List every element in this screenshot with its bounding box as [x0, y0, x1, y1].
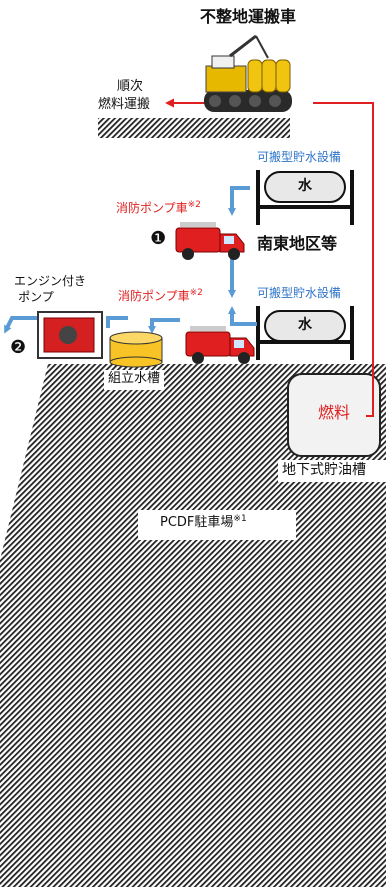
water-flow-3 [228, 306, 257, 326]
underground-tank-box [287, 373, 381, 457]
marker-1: ❶ [150, 228, 167, 249]
upper-ground-strip [98, 118, 290, 138]
portable-water-storage-2 [256, 306, 354, 360]
fuel-label: 燃料 [317, 403, 350, 422]
note2-mark-2: ※2 [189, 288, 203, 298]
pcdf-parking-text: PCDF駐車場 [160, 515, 234, 530]
offroad-vehicle-label: 不整地運搬車 [200, 7, 297, 26]
water-label-2: 水 [298, 317, 312, 333]
engine-pump-label-line1: エンジン付き [13, 274, 86, 288]
underground-tank-label: 地下式貯油槽 [282, 462, 366, 478]
note2-mark-1: ※2 [187, 200, 201, 210]
fire-pump-truck-2-image [185, 326, 255, 364]
fire-pump-truck-1-image [175, 222, 245, 260]
water-flow-4 [148, 318, 180, 334]
portable-water-storage-1 [256, 170, 354, 225]
fire-pump-truck-text-1: 消防ポンプ車 [116, 201, 188, 215]
parking-label-bg [138, 510, 296, 540]
portable-water-label-2: 可搬型貯水設備 [257, 286, 342, 300]
southeast-area-label: 南東地区等 [257, 234, 338, 253]
note1-mark: ※1 [233, 514, 247, 524]
water-flow-5 [106, 316, 128, 328]
engine-pump-image [37, 311, 103, 359]
fire-pump-truck-label-2: 消防ポンプ車※2 [118, 288, 203, 304]
water-flow-6 [4, 316, 40, 334]
fuel-transport-line [313, 102, 374, 417]
portable-water-label-1: 可搬型貯水設備 [257, 150, 342, 164]
marker-2: ❷ [10, 337, 27, 358]
fire-pump-truck-label-1: 消防ポンプ車※2 [116, 200, 201, 216]
sequential-label: 順次 [116, 79, 143, 94]
water-label-1: 水 [298, 178, 312, 194]
assembly-tank-image [109, 331, 163, 368]
assembly-tank-label: 組立水槽 [107, 371, 160, 386]
pcdf-parking-area [0, 364, 386, 887]
offroad-vehicle-image [204, 34, 292, 112]
underground-tank-label-bg [278, 460, 386, 482]
assembly-tank-label-bg [104, 370, 164, 390]
fire-pump-truck-text-2: 消防ポンプ車 [118, 289, 190, 303]
water-flow-1 [228, 186, 250, 216]
fuel-transport-label: 燃料運搬 [98, 97, 151, 112]
pcdf-parking-label: PCDF駐車場※1 [160, 514, 247, 531]
engine-pump-label-line2: ポンプ [18, 290, 54, 304]
